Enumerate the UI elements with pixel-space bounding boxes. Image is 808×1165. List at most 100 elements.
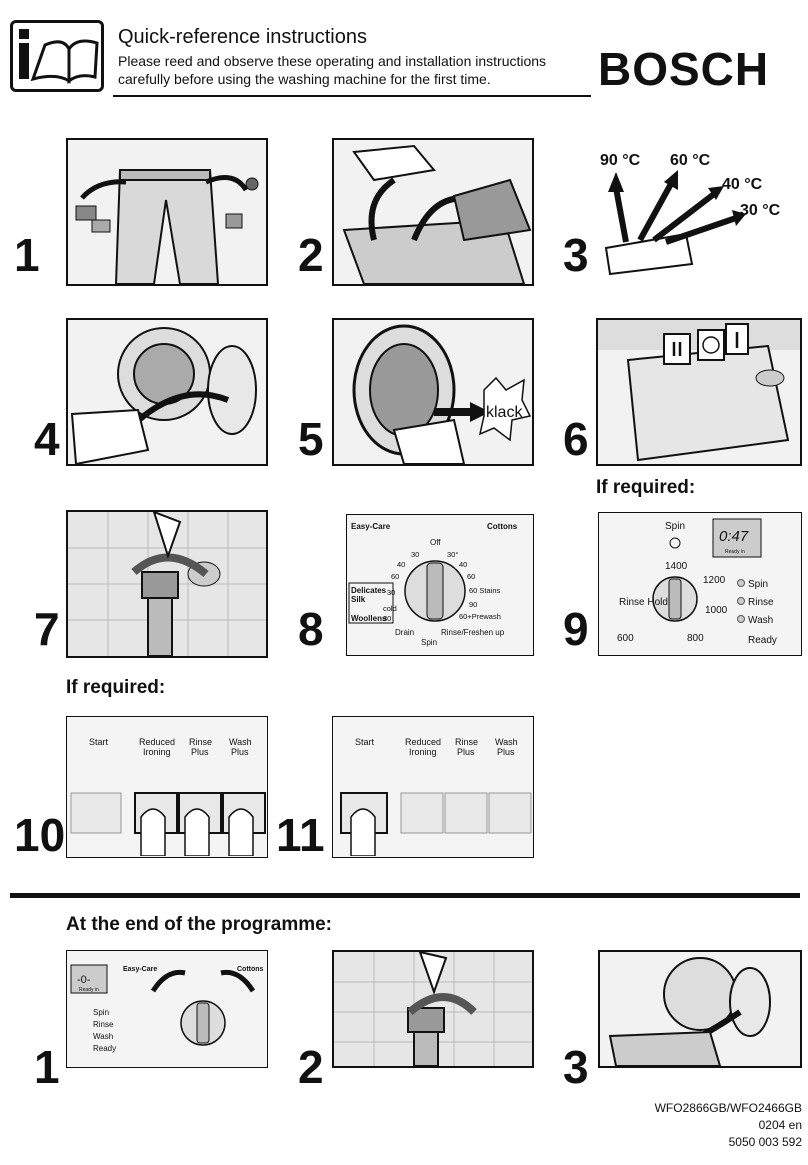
footer-edition: 0204 en <box>758 1118 802 1132</box>
brand-logo: BOSCH <box>598 43 770 95</box>
end-dial-cottons: Cottons <box>237 966 264 973</box>
btn-rinse: Rinse <box>189 737 212 747</box>
temp-30: 30 °C <box>740 202 781 219</box>
btn-reduced: Reduced <box>139 737 175 747</box>
dial-label-stains: 60 Stains <box>469 586 501 595</box>
step-number-6: 6 <box>563 413 589 465</box>
step-1-empty-pockets <box>66 138 268 286</box>
dial-temp-60-left: 60 <box>391 572 399 581</box>
end-step-number-3: 3 <box>563 1041 589 1093</box>
temp-40: 40 °C <box>722 176 763 193</box>
end-display: -0- <box>77 974 91 986</box>
lamp-rinse: Rinse <box>748 597 774 608</box>
dial-label-cold: cold <box>383 604 397 613</box>
end-lamp-ready: Ready <box>93 1044 116 1053</box>
btn-start-2: Start <box>355 737 375 747</box>
btn-ironing-2: Ironing <box>409 747 437 757</box>
btn-reduced-2: Reduced <box>405 737 441 747</box>
dial-temp-30-left: 30 <box>411 550 419 559</box>
step-number-7: 7 <box>34 603 60 655</box>
btn-wash-plus-2: Plus <box>497 747 515 757</box>
header-divider <box>113 95 591 97</box>
end-step-3-unload <box>598 950 802 1068</box>
step-number-11: 11 <box>276 809 325 861</box>
btn-rinse-2: Rinse <box>455 737 478 747</box>
info-book-icon <box>10 20 104 92</box>
spin-ready-in: Ready in <box>725 549 745 555</box>
step-8-programme-dial: Easy-Care Cottons Off Delicates Silk Woo… <box>346 514 534 656</box>
dial-label-cottons: Cottons <box>487 522 518 531</box>
spin-800: 800 <box>687 633 704 644</box>
step-5-close-door <box>332 318 534 466</box>
step-number-4: 4 <box>34 413 60 465</box>
dial-label-off: Off <box>430 538 441 547</box>
dial-temp-30-delicates: 30 <box>387 588 395 597</box>
dial-temp-40-right: 40 <box>459 560 467 569</box>
end-dial-easy-care: Easy-Care <box>123 966 157 973</box>
dial-label-drain: Drain <box>395 628 414 637</box>
step-number-8: 8 <box>298 603 324 655</box>
end-section-title: At the end of the programme: <box>66 914 333 935</box>
step-number-1: 1 <box>14 229 40 281</box>
lamp-ready: Ready <box>748 635 777 646</box>
dial-label-silk: Silk <box>351 595 366 604</box>
end-step-1-dial-off: -0- Ready in Spin Rinse Wash Ready Easy-… <box>66 950 268 1068</box>
end-step-2-close-tap <box>332 950 534 1068</box>
btn-rinse-plus-2: Plus <box>457 747 475 757</box>
footer-part: 5050 003 592 <box>728 1135 802 1149</box>
spin-rinse: Rinse Hold <box>619 597 668 608</box>
step-10-option-buttons: Start Reduced Ironing Rinse Plus Wash Pl… <box>66 716 268 858</box>
spin-label: Spin <box>665 521 685 532</box>
dial-label-easy-care: Easy-Care <box>351 522 391 531</box>
temp-60: 60 °C <box>670 152 711 169</box>
dial-temp-30-right: 30° <box>447 550 458 559</box>
step-2-sort-laundry <box>332 138 534 286</box>
step-11-start-button: Start Reduced Ironing Rinse Plus Wash Pl… <box>332 716 534 858</box>
temp-90: 90 °C <box>600 152 641 169</box>
btn-wash-2: Wash <box>495 737 518 747</box>
step-4-load-drum <box>66 318 268 466</box>
lamp-spin: Spin <box>748 579 768 590</box>
spin-display: 0:47 <box>719 528 749 545</box>
step-3-temperatures <box>596 138 802 286</box>
step-9-spin-speed: Spin 0:47 Ready in Rinse Hold 600 800 10… <box>598 512 802 656</box>
step-number-2: 2 <box>298 229 324 281</box>
step-number-10: 10 <box>14 809 66 861</box>
end-step-number-2: 2 <box>298 1041 324 1093</box>
btn-wash: Wash <box>229 737 252 747</box>
btn-ironing: Ironing <box>143 747 171 757</box>
if-required-label-2: If required: <box>66 677 166 698</box>
dial-temp-40-left: 40 <box>397 560 405 569</box>
klack-sound: klack <box>486 404 523 421</box>
dial-label-delicates: Delicates <box>351 586 387 595</box>
page-title: Quick-reference instructions <box>118 26 367 48</box>
dial-label-spin: Spin <box>421 638 437 647</box>
dial-label-rinse-freshen: Rinse/Freshen up <box>441 628 505 637</box>
step-number-3: 3 <box>563 229 589 281</box>
lamp-wash: Wash <box>748 615 773 626</box>
step-number-9: 9 <box>563 603 589 655</box>
end-lamp-spin: Spin <box>93 1008 109 1017</box>
spin-1400: 1400 <box>665 561 688 572</box>
btn-wash-plus: Plus <box>231 747 249 757</box>
btn-rinse-plus: Plus <box>191 747 209 757</box>
footer-model: WFO2866GB/WFO2466GB <box>654 1101 802 1115</box>
step-7-open-tap <box>66 510 268 658</box>
dial-temp-30-woollens: 30 <box>383 614 391 623</box>
spin-600: 600 <box>617 633 634 644</box>
dial-label-prewash: 60+Prewash <box>459 612 501 621</box>
spin-1000: 1000 <box>705 605 728 616</box>
end-lamp-rinse: Rinse <box>93 1020 114 1029</box>
step-6-detergent-drawer <box>596 318 802 466</box>
btn-start: Start <box>89 737 109 747</box>
end-step-number-1: 1 <box>34 1041 60 1093</box>
dial-temp-60-right: 60 <box>467 572 475 581</box>
page-subtitle: Please reed and observe these operating … <box>118 53 547 87</box>
section-divider <box>10 893 800 898</box>
spin-1200: 1200 <box>703 575 726 586</box>
end-ready-in: Ready in <box>79 987 99 993</box>
end-lamp-wash: Wash <box>93 1032 113 1041</box>
dial-label-woollens: Woollens <box>351 614 387 623</box>
dial-temp-90: 90 <box>469 600 477 609</box>
if-required-label: If required: <box>596 477 696 498</box>
